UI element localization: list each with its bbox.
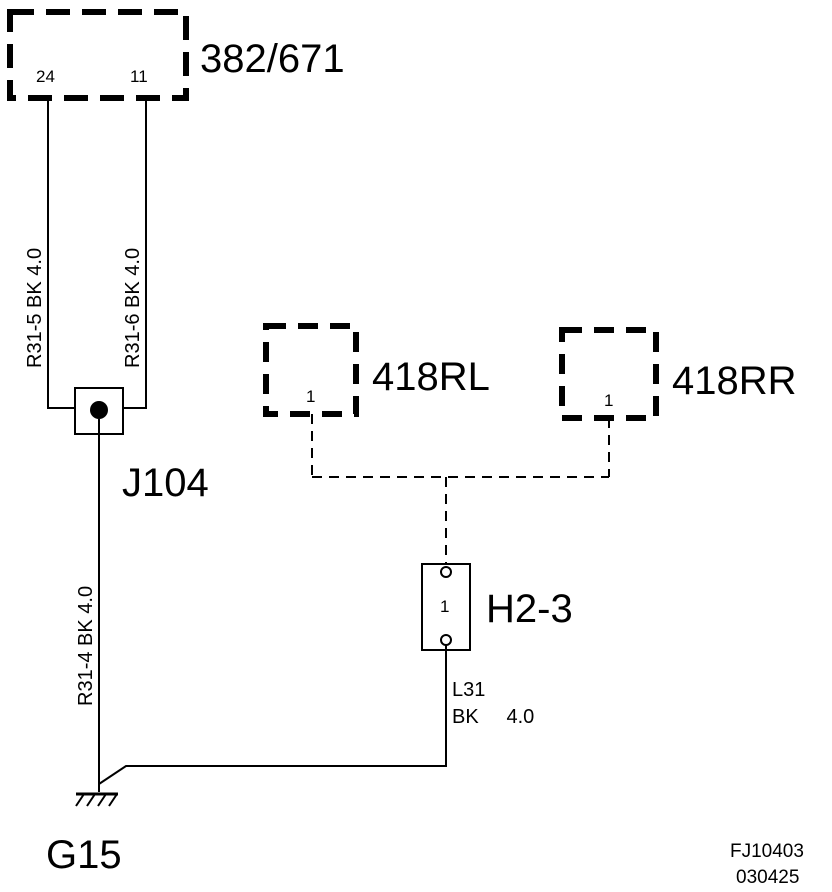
component-382-671-label: 382/671 [200, 37, 345, 81]
ground-g15: G15 [46, 792, 122, 877]
diagram-code: FJ10403 030425 [730, 841, 804, 888]
component-418rr: 418RR 1 [559, 327, 797, 421]
wire-r31-5 [47, 98, 75, 409]
component-418rr-label: 418RR [672, 359, 797, 403]
wire-l31-line [98, 645, 447, 785]
ground-g15-label: G15 [46, 833, 122, 877]
component-382-671-box [7, 9, 189, 101]
connector-h2-3-label: H2-3 [486, 587, 573, 631]
connector-h2-3-pin: 1 [440, 597, 449, 616]
component-418rl-pin: 1 [306, 387, 315, 406]
wire-r31-6 [123, 98, 147, 409]
wire-l31: L31 BK 4.0 [98, 645, 534, 785]
dashed-wires [311, 414, 610, 566]
component-382-671-pin-24: 24 [36, 67, 55, 86]
component-418rl-box [263, 323, 359, 417]
connector-h2-3-terminal-top [440, 566, 452, 578]
component-382-671-pin-11: 11 [130, 67, 148, 86]
connector-h2-3: 1 H2-3 [421, 563, 573, 651]
ground-hatch-2 [86, 793, 96, 807]
ground-hatch-3 [97, 793, 107, 807]
diagram-code-line-2: 030425 [736, 867, 799, 888]
junction-j104: J104 [74, 387, 209, 505]
component-418rr-pin: 1 [604, 391, 613, 410]
junction-j104-dot [90, 401, 108, 419]
ground-hatch-1 [75, 793, 85, 807]
wire-r31-5-r31-6: R31-5 BK 4.0 R31-6 BK 4.0 [24, 98, 147, 409]
component-418rl-label: 418RL [372, 355, 490, 399]
wire-r31-4: R31-4 BK 4.0 [75, 419, 100, 792]
diagram-code-line-1: FJ10403 [730, 841, 804, 862]
ground-hatch-4 [108, 793, 118, 807]
connector-h2-3-terminal-bottom [440, 634, 452, 646]
wire-r31-4-label: R31-4 BK 4.0 [75, 586, 97, 706]
wire-r31-6-label: R31-6 BK 4.0 [122, 248, 144, 368]
wire-r31-5-label: R31-5 BK 4.0 [24, 248, 46, 368]
junction-j104-label: J104 [122, 461, 209, 505]
component-418rl: 418RL 1 [263, 323, 490, 417]
wire-l31-label-2: BK 4.0 [452, 706, 534, 728]
wire-l31-label-1: L31 [452, 679, 485, 701]
component-382-671: 382/671 24 11 [7, 9, 345, 101]
